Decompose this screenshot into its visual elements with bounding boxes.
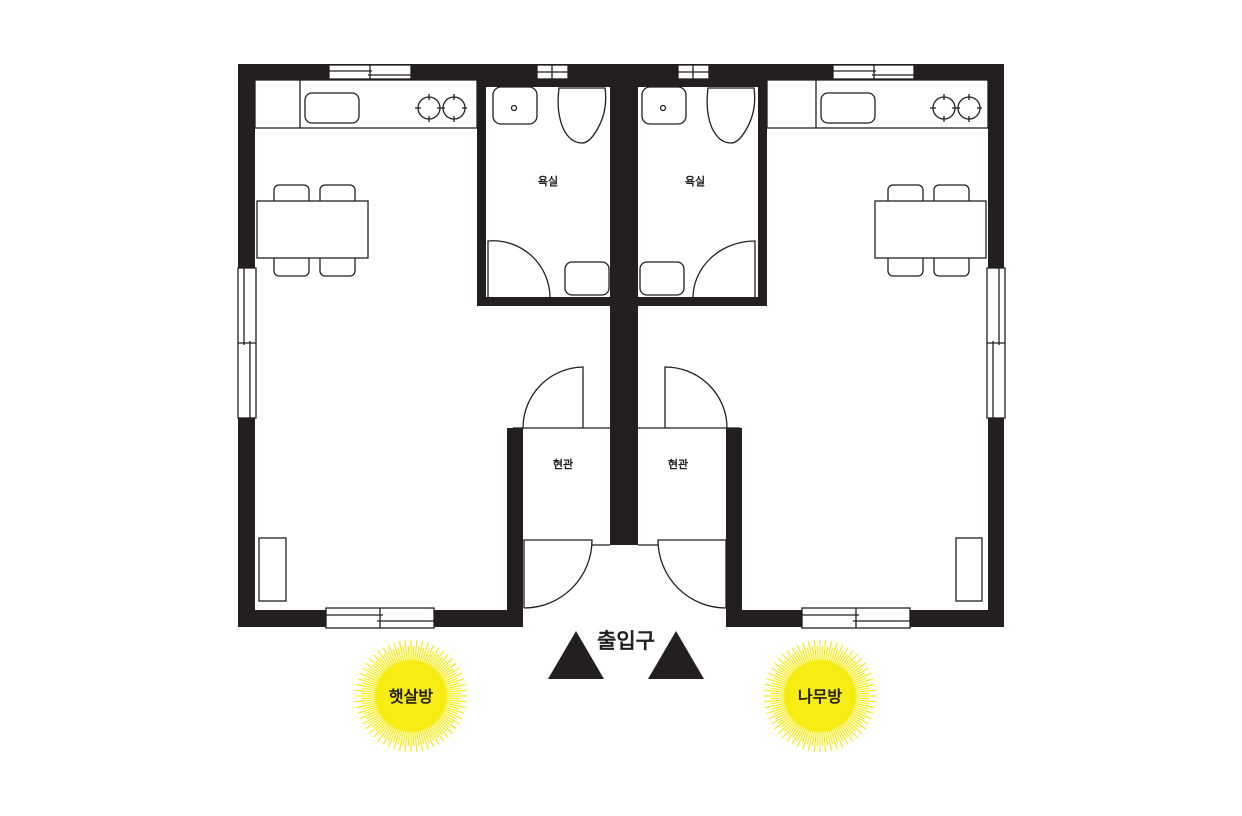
walls [238,64,1004,627]
left-dining-table [256,184,369,277]
entry-doors [513,366,740,609]
unit-badge-sun-icon [764,640,876,752]
entrance-arrow-icon [648,631,704,679]
right-wardrobe [955,537,983,602]
door-icon [692,240,756,299]
toilet-icon [557,87,607,144]
right-entry-label: 현관 [668,457,688,471]
unit-label-left: 햇살방 [389,687,433,706]
door-icon [487,240,551,299]
right-bathroom [639,86,756,299]
bidet-icon [639,261,685,296]
left-kitchen-counter [254,79,478,129]
bidet-icon [564,261,610,296]
entrance-label: 출입구 [597,629,655,653]
right-kitchen-counter [766,79,989,129]
left-bathroom [487,86,610,299]
left-bathroom-label: 욕실 [538,174,558,188]
windows [237,64,1006,629]
left-wardrobe [258,537,287,602]
toilet-icon [706,87,756,144]
unit-label-right: 나무방 [798,687,842,706]
left-entry-label: 현관 [553,457,573,471]
right-dining-table [874,184,987,277]
kitchen-sink-icon [820,92,876,124]
kitchen-sink-icon [304,92,360,124]
right-bathroom-label: 욕실 [685,174,705,188]
stove-burner-icon [930,94,982,122]
unit-badge-sun-icon [355,640,467,752]
entrance-arrow-icon [548,631,604,679]
stove-burner-icon [415,94,467,122]
